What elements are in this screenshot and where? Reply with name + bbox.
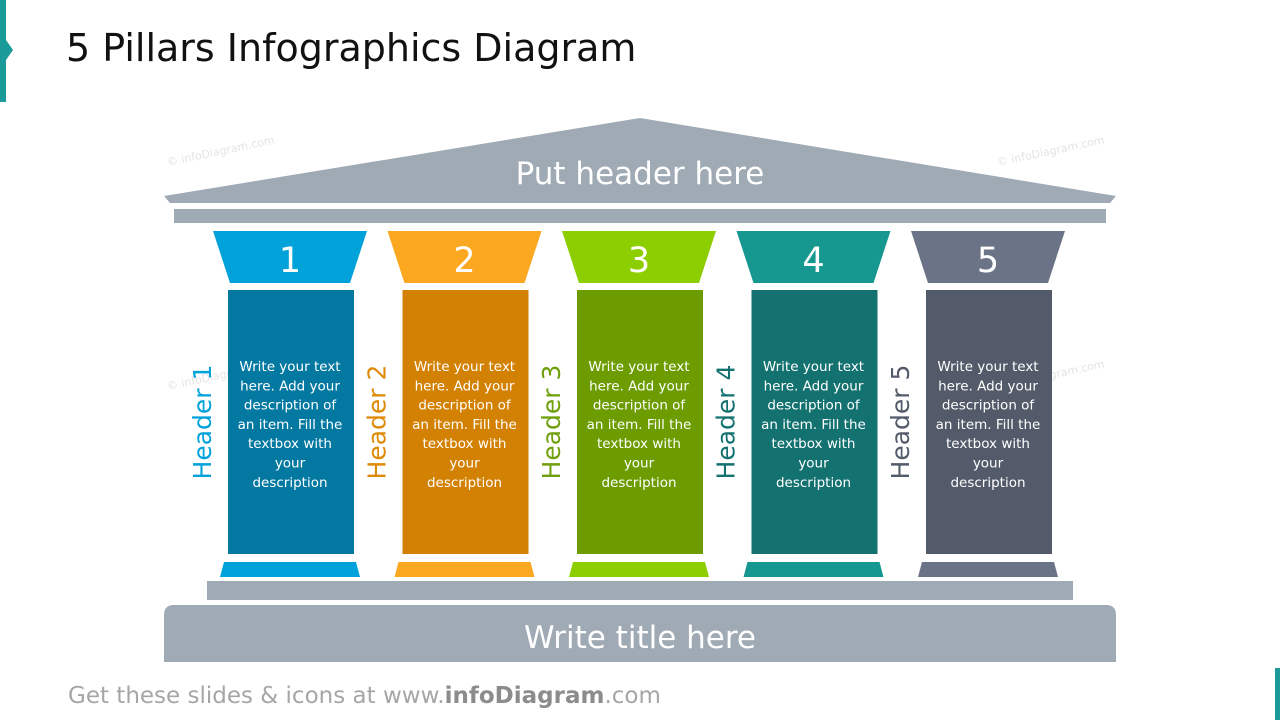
pillar-description-line: an item. Fill the xyxy=(412,417,517,433)
pillar-description-line: Write your text xyxy=(588,359,689,375)
pillar-header: Header 1 xyxy=(188,365,217,480)
pillar-description-line: description of xyxy=(244,398,338,414)
pillar-description-line: description xyxy=(776,475,851,491)
pillar-description-line: description of xyxy=(593,398,687,414)
roof-beam xyxy=(174,209,1106,223)
pillar-foot xyxy=(918,562,1058,577)
footer-suffix: .com xyxy=(604,683,661,709)
pillar-number: 2 xyxy=(453,241,475,281)
pillar-description-line: textbox with xyxy=(597,436,681,452)
pillar-description-line: an item. Fill the xyxy=(761,417,866,433)
pillar-description-line: description xyxy=(427,475,502,491)
pillar-description-line: your xyxy=(973,456,1004,472)
pillar-capital xyxy=(911,231,1065,283)
pillar-description-line: here. Add your xyxy=(240,378,340,394)
pillar-description-line: textbox with xyxy=(772,436,856,452)
pillar-capital xyxy=(562,231,716,283)
pillar-description-line: here. Add your xyxy=(589,378,689,394)
pillar-capital xyxy=(213,231,367,283)
accent-bar xyxy=(0,0,6,102)
pillar-description-line: your xyxy=(275,456,306,472)
pillar-description-line: an item. Fill the xyxy=(238,417,343,433)
pillar-number: 3 xyxy=(628,241,650,281)
accent-notch xyxy=(6,40,13,60)
pillar-number: 1 xyxy=(279,241,301,281)
pillar-capital xyxy=(736,231,891,283)
pillar-description-line: description xyxy=(950,475,1025,491)
pillar-description-line: Write your text xyxy=(763,359,864,375)
pillar-number: 4 xyxy=(802,241,824,281)
pillar-description-line: textbox with xyxy=(423,436,507,452)
pillar-description-line: Write your text xyxy=(414,359,515,375)
pillar-header: Header 2 xyxy=(363,365,392,480)
watermark-text: © infoDiagram.com xyxy=(166,133,276,168)
pillar-description-line: description xyxy=(601,475,676,491)
base-platform xyxy=(164,605,1116,662)
pillar-description-line: description of xyxy=(942,398,1036,414)
footer-prefix: Get these slides & icons at www. xyxy=(68,683,445,709)
pillar-shaft xyxy=(402,290,529,554)
watermark-text: © infoDiagram.com xyxy=(996,133,1106,168)
base-step xyxy=(207,581,1073,600)
page-title: 5 Pillars Infographics Diagram xyxy=(66,26,637,70)
pillar-capital xyxy=(387,231,542,283)
pillar-description-line: your xyxy=(449,456,480,472)
roof-label: Put header here xyxy=(516,156,765,192)
pillar-header: Header 3 xyxy=(537,365,566,480)
pillar-number: 5 xyxy=(977,241,999,281)
pillar-description: Write your text here. Add your description… xyxy=(412,359,517,491)
pillar-description-line: your xyxy=(798,456,829,472)
roof-pediment xyxy=(164,118,1116,203)
pillar-description-line: your xyxy=(624,456,655,472)
pillar-header: Header 5 xyxy=(886,365,915,480)
base-label: Write title here xyxy=(524,620,756,656)
pillar-shaft xyxy=(577,290,703,554)
pillar-foot xyxy=(394,562,535,577)
pillar-description-line: description of xyxy=(418,398,512,414)
pillar-description: Write your text here. Add your description… xyxy=(587,359,692,491)
pillar-description-line: here. Add your xyxy=(764,378,864,394)
pillar-description-line: description xyxy=(252,475,327,491)
pillar-shaft xyxy=(228,290,354,554)
pillar-description: Write your text here. Add your description… xyxy=(936,359,1041,491)
footer-brand: infoDiagram xyxy=(444,683,605,709)
pillar-description-line: an item. Fill the xyxy=(936,417,1041,433)
pillar-header: Header 4 xyxy=(712,365,741,480)
pillar-description: Write your text here. Add your description… xyxy=(761,359,866,491)
pillar-description-line: Write your text xyxy=(937,359,1038,375)
pillar-description: Write your text here. Add your description… xyxy=(238,359,343,491)
pillar-shaft xyxy=(751,290,878,554)
pillar-description-line: description of xyxy=(767,398,861,414)
pillar-description-line: an item. Fill the xyxy=(587,417,692,433)
pillar-foot xyxy=(743,562,884,577)
pillar-description-line: here. Add your xyxy=(415,378,515,394)
pillar-description-line: Write your text xyxy=(239,359,340,375)
footer: Get these slides & icons at www.infoDiag… xyxy=(68,683,661,709)
corner-accent xyxy=(1275,668,1280,720)
pillar-shaft xyxy=(926,290,1052,554)
pillar-description-line: textbox with xyxy=(946,436,1030,452)
pillar-description-line: textbox with xyxy=(248,436,332,452)
pillar-foot xyxy=(220,562,360,577)
pillar-description-line: here. Add your xyxy=(938,378,1038,394)
pillar-foot xyxy=(569,562,709,577)
